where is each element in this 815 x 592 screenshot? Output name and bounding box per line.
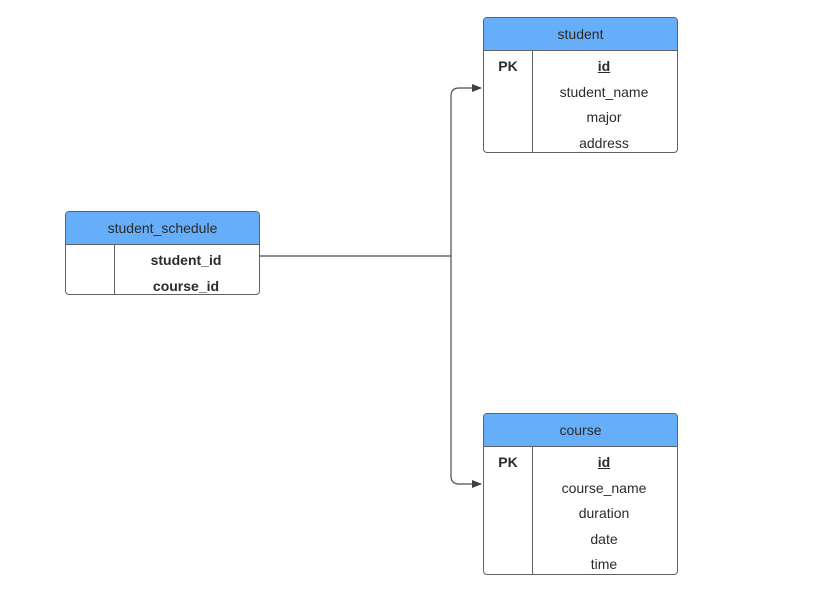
key-column-divider [484, 51, 533, 152]
table-row[interactable]: date [484, 527, 677, 553]
table-row[interactable]: course_name [484, 476, 677, 502]
entity-student-schedule[interactable]: student_schedule student_id course_id [65, 211, 260, 295]
field-course-id: course_id [152, 277, 220, 294]
table-row[interactable]: address [484, 131, 677, 153]
table-row[interactable]: student_id [66, 248, 259, 274]
table-row[interactable]: time [484, 552, 677, 574]
connector-schedule-to-student[interactable] [260, 84, 482, 257]
table-row[interactable]: major [484, 105, 677, 131]
field-course-name: course_name [561, 479, 647, 496]
key-column-divider [484, 447, 533, 574]
table-row[interactable]: student_name [484, 80, 677, 106]
field-date: date [590, 530, 618, 547]
connector-schedule-to-course[interactable] [450, 256, 482, 488]
table-row[interactable]: duration [484, 501, 677, 527]
entity-student-body: PK id student_name major address [484, 51, 677, 153]
entity-course-title: course [484, 414, 677, 447]
entity-course-body: PK id course_name duration date time [484, 447, 677, 574]
entity-course[interactable]: course PK id course_name duration date t… [483, 413, 678, 575]
key-column-divider [66, 245, 115, 294]
primary-key-label: PK [498, 58, 518, 74]
field-address: address [579, 134, 629, 151]
field-major: major [586, 109, 622, 125]
table-row[interactable]: course_id [66, 274, 259, 295]
table-row[interactable]: PK id [484, 450, 677, 476]
entity-student[interactable]: student PK id student_name major address [483, 17, 678, 153]
entity-student-title: student [484, 18, 677, 51]
field-student-id: student_id [150, 252, 222, 268]
field-id: id [597, 454, 611, 470]
primary-key-label: PK [498, 454, 518, 470]
entity-student-schedule-title: student_schedule [66, 212, 259, 245]
field-student-name: student_name [559, 83, 649, 100]
field-time: time [590, 556, 618, 572]
field-duration: duration [578, 505, 630, 521]
field-id: id [597, 58, 611, 74]
table-row[interactable]: PK id [484, 54, 677, 80]
entity-student-schedule-body: student_id course_id [66, 245, 259, 295]
